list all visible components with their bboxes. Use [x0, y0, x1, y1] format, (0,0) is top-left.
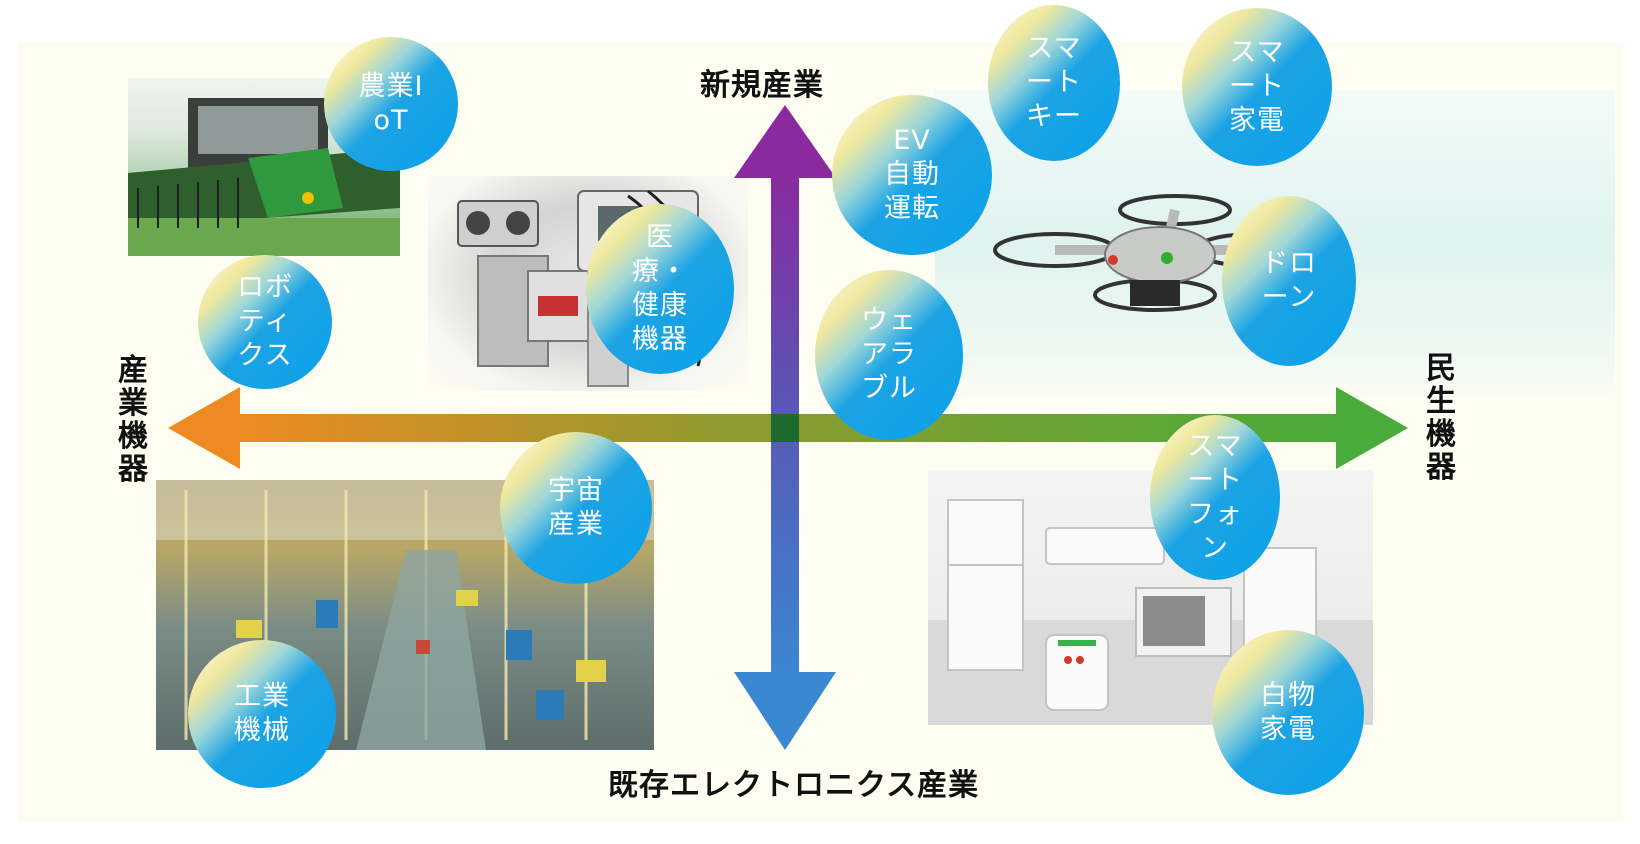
- bubble-space: 宇宙産業: [500, 432, 652, 584]
- bubble-ev: EV自動運転: [832, 95, 992, 255]
- bubble-smart-appliance: スマート家電: [1182, 8, 1332, 166]
- bubble-agri-iot: 農業IoT: [324, 37, 458, 171]
- axis-label-bottom: 既存エレクトロニクス産業: [608, 768, 980, 803]
- appliances-image: [928, 470, 1373, 725]
- bubble-drone: ドローン: [1222, 196, 1356, 366]
- bubble-medical: 医療・健康機器: [586, 204, 734, 374]
- axis-label-right: 民生機器: [1426, 351, 1456, 485]
- bubble-smartphone: スマートフォン: [1150, 415, 1280, 580]
- bubble-industrial-machine: 工業機械: [188, 640, 336, 788]
- axis-label-left: 産業機器: [118, 353, 148, 487]
- bubble-wearable: ウェアラブル: [815, 270, 963, 440]
- bubble-smart-key: スマートキー: [988, 5, 1120, 161]
- bubble-robotics: ロボティクス: [198, 255, 332, 389]
- horizontal-axis-arrow: [168, 387, 1408, 469]
- bubble-white-goods: 白物家電: [1212, 630, 1364, 795]
- axis-label-top: 新規産業: [700, 68, 824, 103]
